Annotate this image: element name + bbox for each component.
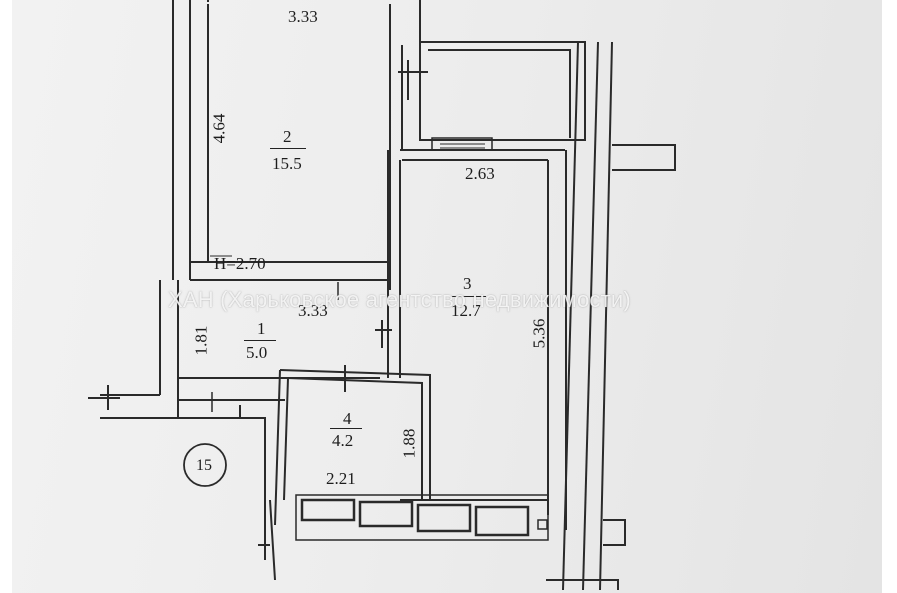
room-4-divider <box>330 428 362 429</box>
door-mark-1 <box>375 320 392 348</box>
riser-col-3 <box>599 41 613 591</box>
window-band <box>295 494 549 541</box>
dim-room3-side: 5.36 <box>529 318 549 349</box>
entrance-tick <box>88 385 120 410</box>
riser-col-2 <box>582 41 599 591</box>
window-4 <box>474 505 530 537</box>
room-4-area: 4.2 <box>332 431 354 450</box>
dim-room4-side: 1.88 <box>399 428 419 459</box>
dim-room1-top: 3.33 <box>298 301 328 320</box>
dim-room3-top: 2.63 <box>465 164 495 183</box>
watermark: ХАН (Харьковское агентство недвижимости) <box>168 287 631 312</box>
dim-room2-height: H=2.70 <box>214 254 266 273</box>
plan-paper <box>12 0 882 593</box>
room-1-number: 1 <box>257 319 266 338</box>
corner-sq <box>537 519 548 530</box>
dim-room2-top: 3.33 <box>288 7 318 26</box>
wall-room4-left-b <box>283 377 289 501</box>
wall-room4-inner <box>287 377 423 500</box>
wall-room4-left <box>274 369 281 526</box>
window-3 <box>416 503 472 533</box>
room-2-area: 15.5 <box>272 154 302 173</box>
dim-room1-side: 1.81 <box>191 325 211 356</box>
right-margin <box>882 0 897 593</box>
entrance-stair <box>269 499 276 581</box>
room-3-number: 3 <box>463 274 472 293</box>
entrance-wall-b <box>177 400 241 418</box>
room-1-divider <box>244 340 276 341</box>
riser-right-low <box>603 519 626 546</box>
balcony-upper <box>419 41 586 141</box>
window-1 <box>300 498 356 522</box>
room-3-area: 12.7 <box>451 301 481 320</box>
entrance-wall <box>100 394 266 560</box>
room-1-area: 5.0 <box>246 343 268 362</box>
riser-bottom <box>546 579 619 590</box>
room-4-number: 4 <box>343 409 352 428</box>
axis-marker-label: 15 <box>196 457 212 474</box>
room-3-divider <box>450 296 486 297</box>
riser-right-jog <box>612 144 676 171</box>
entrance-bottom <box>258 540 270 560</box>
wall-room4 <box>279 369 431 500</box>
balcony-upper-inner <box>428 49 571 138</box>
left-margin <box>0 0 12 593</box>
riser-col-1 <box>562 41 579 591</box>
axis-circle <box>183 443 227 487</box>
room-2-divider <box>270 148 306 149</box>
dim-room2-side: 4.64 <box>209 113 229 144</box>
dim-room4-bottom: 2.21 <box>326 469 356 488</box>
window-2 <box>358 500 414 528</box>
room-2-number: 2 <box>283 127 292 146</box>
